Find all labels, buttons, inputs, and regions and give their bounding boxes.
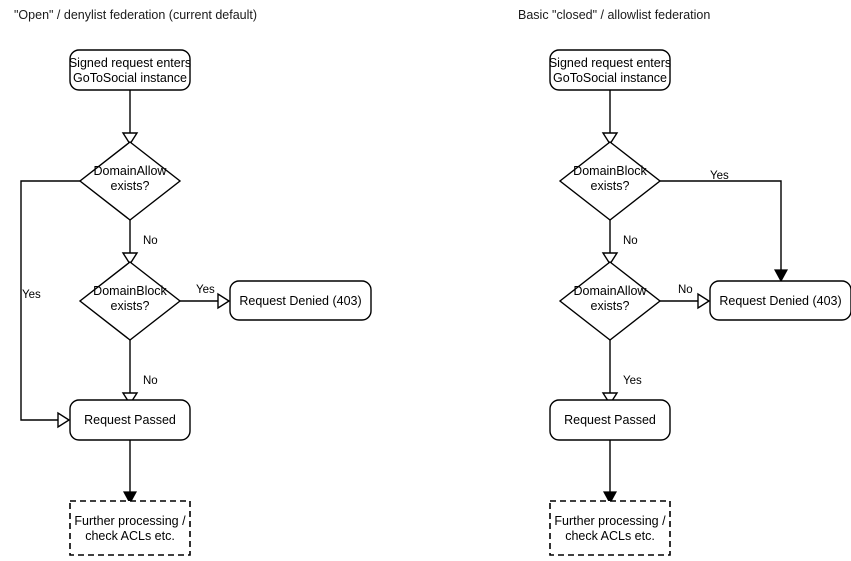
further-processing-box-right[interactable]	[549, 500, 671, 556]
edge-label-domainblock-yes: Yes	[196, 284, 215, 296]
arrowhead-domainallow-no-to-domainblock	[121, 252, 139, 266]
edge-label-domainallow-no-right: No	[678, 284, 693, 296]
arrowhead-domainallow-no-to-denied-right	[697, 292, 711, 310]
further-processing-label-line2: check ACLs etc.	[85, 529, 175, 543]
start-node-label-line2: GoToSocial instance	[73, 71, 187, 85]
domainblock-label-right-line2: exists?	[591, 179, 630, 193]
domainallow-label-line2: exists?	[111, 179, 150, 193]
domainallow-label-right-line2: exists?	[591, 299, 630, 313]
arrowhead-domainblock-yes-to-denied	[217, 292, 231, 310]
node-request-passed-left[interactable]: Request Passed	[69, 399, 191, 441]
start-node-label-right-line1: Signed request enters	[549, 56, 671, 70]
request-denied-box[interactable]	[229, 280, 372, 321]
edge-label-domainblock-yes-right: Yes	[710, 170, 729, 182]
edge-label-domainallow-yes: Yes	[22, 289, 41, 301]
domainallow-label-right-line1: DomainAllow	[574, 284, 648, 298]
edge-domainblock-yes-to-denied-right	[660, 180, 782, 272]
request-denied-label-right: Request Denied (403)	[719, 294, 841, 308]
diagram-title-right: Basic "closed" / allowlist federation	[518, 8, 710, 22]
node-decision-domainallow-right[interactable]: DomainAllow exists?	[558, 261, 662, 341]
request-passed-label-right: Request Passed	[564, 413, 656, 427]
node-further-processing-left[interactable]: Further processing / check ACLs etc.	[69, 500, 191, 556]
node-request-denied-left[interactable]: Request Denied (403)	[229, 280, 372, 321]
diagram-closed-allowlist: Basic "closed" / allowlist federation Si…	[518, 8, 851, 556]
edge-label-domainallow-no: No	[143, 235, 158, 247]
start-node-label-right-line2: GoToSocial instance	[553, 71, 667, 85]
edge-label-domainblock-no-right: No	[623, 235, 638, 247]
domainblock-label-right-line1: DomainBlock	[573, 164, 647, 178]
node-request-denied-right[interactable]: Request Denied (403)	[709, 280, 851, 321]
edge-label-domainblock-no: No	[143, 375, 158, 387]
arrowhead-domainblock-no-to-domainallow-right	[601, 252, 619, 266]
node-request-passed-right[interactable]: Request Passed	[549, 399, 671, 441]
node-start-left[interactable]: Signed request enters GoToSocial instanc…	[69, 49, 191, 91]
node-decision-domainblock-right[interactable]: DomainBlock exists?	[558, 141, 662, 221]
arrowhead-domainblock-yes-to-denied-right	[773, 269, 789, 283]
request-passed-label: Request Passed	[84, 413, 176, 427]
arrowhead-start-to-domainblock-right	[601, 132, 619, 146]
arrowhead-passed-to-further	[122, 491, 138, 505]
domainallow-label-line1: DomainAllow	[94, 164, 168, 178]
domainblock-label-line2: exists?	[111, 299, 150, 313]
edge-domainallow-yes-to-passed	[20, 180, 80, 421]
arrowhead-passed-to-further-right	[602, 491, 618, 505]
node-further-processing-right[interactable]: Further processing / check ACLs etc.	[549, 500, 671, 556]
arrowhead-start-to-domainallow	[121, 132, 139, 146]
request-denied-label: Request Denied (403)	[239, 294, 361, 308]
arrowhead-domainallow-yes-to-passed	[57, 411, 71, 429]
domainblock-label-line1: DomainBlock	[93, 284, 167, 298]
further-processing-label-right-line2: check ACLs etc.	[565, 529, 655, 543]
request-denied-box-right[interactable]	[709, 280, 851, 321]
node-decision-domainallow-left[interactable]: DomainAllow exists?	[78, 141, 182, 221]
diagram-open-denylist: "Open" / denylist federation (current de…	[14, 8, 372, 556]
arrowhead-domainblock-no-to-passed	[121, 392, 139, 406]
start-node-label-line1: Signed request enters	[69, 56, 191, 70]
node-start-right[interactable]: Signed request enters GoToSocial instanc…	[549, 49, 671, 91]
further-processing-label-line1: Further processing /	[74, 514, 186, 528]
further-processing-box[interactable]	[69, 500, 191, 556]
further-processing-label-right-line1: Further processing /	[554, 514, 666, 528]
node-decision-domainblock-left[interactable]: DomainBlock exists?	[78, 261, 182, 341]
diagram-title-left: "Open" / denylist federation (current de…	[14, 8, 257, 22]
edge-label-domainallow-yes-right: Yes	[623, 375, 642, 387]
arrowhead-domainallow-yes-to-passed-right	[601, 392, 619, 406]
